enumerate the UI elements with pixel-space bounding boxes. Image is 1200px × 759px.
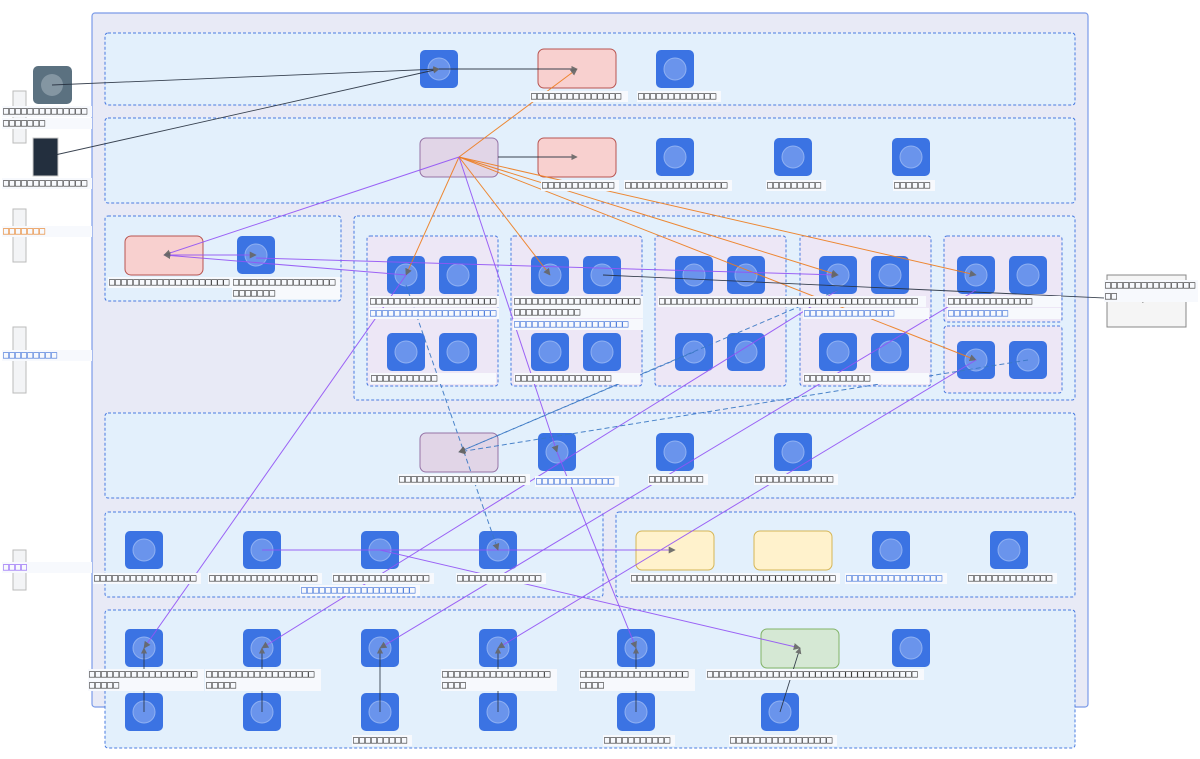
node-label: □□□□□□□□□□□□□□□□□□□ <box>513 319 643 330</box>
connector-edge <box>163 252 407 276</box>
service-icon <box>663 440 687 464</box>
node-label: □□□□□□□□□□□□□□□ <box>530 91 628 102</box>
connector-edge <box>458 68 578 158</box>
node-label: □□□□□□□□□□□□□□□□□□□□□□□□ <box>232 277 340 299</box>
node-label: □□□□□□□□□□□□□□ <box>2 106 92 117</box>
service-icon <box>879 538 903 562</box>
legend-bar <box>12 90 27 144</box>
node-label: □□□□□□□□□□□□□□□□□□□□ <box>108 277 232 288</box>
service-icon <box>590 340 614 364</box>
node-label: □□□□□□□□□□□□□ <box>754 474 838 485</box>
node-label: □□□□□□□□□□□□□□□ <box>803 308 929 319</box>
service-icon <box>663 145 687 169</box>
device-node[interactable] <box>32 137 59 177</box>
node-label: □□□□□□□□□□□□□□□□□□□□□□□□□□□□□□□□□□□ <box>706 669 924 680</box>
node-label: □□□□ <box>2 562 92 573</box>
service-icon <box>899 145 923 169</box>
node-label: □□□□□□□□□ <box>766 180 826 191</box>
service-icon <box>878 263 902 287</box>
connector-edge <box>458 156 551 276</box>
connector-edge <box>458 289 839 453</box>
service-icon <box>1016 263 1040 287</box>
node-label: □□□□□□□□□□□□□□□□□□□□□ <box>398 474 530 485</box>
service-icon <box>132 538 156 562</box>
node-label: □□□□□□□□□□□□ <box>541 180 619 191</box>
service-icon <box>682 263 706 287</box>
node-label: □□□□□□□□□□□□□□□□□ <box>93 573 201 584</box>
node-label: □□□□□□□□□□□□□□ <box>456 573 546 584</box>
node-label: □□□□□□□□□□□□□□□□□□□ <box>300 585 420 596</box>
node-label: □□□□□□□□□□□□□□□□ <box>332 573 434 584</box>
service-icon <box>663 57 687 81</box>
service-icon <box>899 636 923 660</box>
node-label: □□□□□□□□□□□□□□□□□□□□□□ <box>579 669 695 691</box>
node-label: □□□□□□□□□□□□□□□□ <box>514 373 640 384</box>
service-icon <box>538 340 562 364</box>
service-icon <box>734 263 758 287</box>
connector-edge <box>379 549 801 650</box>
connector-edge <box>45 67 440 158</box>
node-label: □□□□□□□ <box>2 118 92 129</box>
node-label: □□□□□□□ <box>2 226 92 237</box>
service-icon <box>781 440 805 464</box>
service-icon <box>878 340 902 364</box>
node-label: □□□□□□□□□□□□□□□□□□ <box>208 573 322 584</box>
node-label: □□□□□□□□□□□□□□□□□□□□□□□□□□□□□□□□□□□□□□□□… <box>658 296 926 307</box>
node-label: □□□□□□□□□□□□□□□□□ <box>1104 280 1198 302</box>
service-icon <box>781 145 805 169</box>
node-label: □□□□□□□□□□□□□□□□□□□□□ <box>369 308 499 319</box>
connector-edge <box>255 257 839 279</box>
connector-edge <box>458 156 839 277</box>
service-icon <box>446 340 470 364</box>
connector-edge <box>458 156 559 453</box>
service-icon <box>997 538 1021 562</box>
connector-edge <box>779 647 802 713</box>
node-label: □□□□□□□□□□□□□□□□□□□□□□□□□□□□□□□□ <box>513 296 643 318</box>
node-label: □□□□□□ <box>893 180 935 191</box>
node-label: □□□□□□□□□□□□□□ <box>947 296 1061 307</box>
node-label: □□□□□□□□□□□□□□□□□□□□□□□ <box>205 669 321 691</box>
node-label: □□□□□□□□□□□□□□□□□ <box>624 180 732 191</box>
node-label: □□□□□□□□□□□□□□□□□□□□□ <box>369 296 499 307</box>
node-label: □□□□□□□□□□□ <box>603 735 675 746</box>
connector-edge <box>458 359 1029 455</box>
node-label: □□□□□□□□□□□□□ <box>535 476 619 487</box>
service-box[interactable] <box>753 530 833 571</box>
service-icon <box>394 340 418 364</box>
connector-edge <box>405 156 460 276</box>
connector-edge <box>405 284 500 551</box>
connector-edge <box>458 156 977 278</box>
connector-edge <box>497 359 977 649</box>
connector-edge <box>51 66 440 86</box>
service-icon <box>826 340 850 364</box>
node-label: □□□□□□□□□□□□□□□□□□□□□□ <box>441 669 557 691</box>
connector-edge <box>379 289 977 649</box>
node-label: □□□□□□□□□□□□□□□□□□□□□□□ <box>88 669 204 691</box>
node-label: □□□□□□□□□□ <box>947 308 1061 319</box>
node-label: □□□□□□□□□ <box>2 350 92 361</box>
node-label: □□□□□□□□□□□□□ <box>637 91 721 102</box>
node-label: □□□□□□□□□□□□□□ <box>2 178 92 189</box>
service-icon <box>590 263 614 287</box>
node-label: □□□□□□□□□□□ <box>803 373 929 384</box>
node-label: □□□□□□□□□□□ <box>370 373 496 384</box>
connector-edge <box>143 274 407 649</box>
node-label: □□□□□□□□□□□□□□ <box>967 573 1057 584</box>
node-label: □□□□□□□□□□□□□□□□□ <box>729 735 837 746</box>
node-label: □□□□□□□□□ <box>648 474 708 485</box>
node-label: □□□□□□□□□□□□□□□□□□□□□□□□□□□□□□□□□□ <box>630 573 840 584</box>
connector-edge <box>602 274 1149 303</box>
node-label: □□□□□□□□□□□□□□□□ <box>845 573 947 584</box>
connector-edge <box>163 156 460 257</box>
service-icon <box>734 340 758 364</box>
node-label: □□□□□□□□□ <box>352 735 412 746</box>
